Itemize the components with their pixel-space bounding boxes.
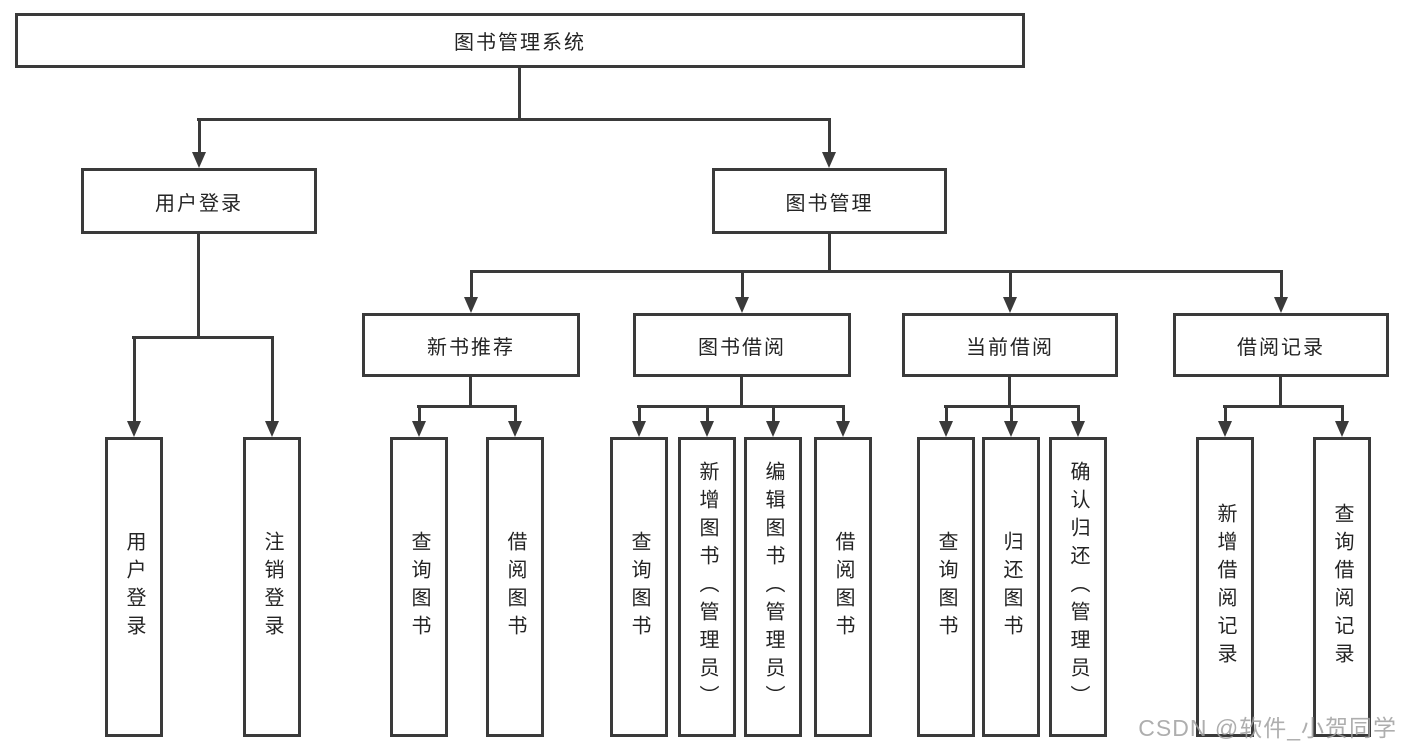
node-label: 注销登录 — [261, 531, 283, 643]
leaf-return-books: 归还图书 — [982, 437, 1040, 737]
down-arrow — [822, 118, 836, 168]
csdn-watermark: CSDN @软件_小贺同学 — [1138, 715, 1397, 741]
leaf-borrow-books-borrowing: 借阅图书 — [814, 437, 872, 737]
down-arrow — [1218, 405, 1232, 437]
down-arrow — [939, 405, 953, 437]
node-label: 图书管理系统 — [454, 32, 586, 54]
node-label: 用户登录 — [155, 192, 243, 215]
node-label: 查询借阅记录 — [1331, 503, 1353, 671]
leaf-add-books-admin: 新增图书（管理员） — [678, 437, 736, 737]
connector-book-management-stub — [828, 234, 831, 273]
node-label: 借阅图书 — [504, 531, 526, 643]
down-arrow — [1274, 270, 1288, 313]
connector-level2-rail — [197, 118, 831, 121]
connector-borrowing-records-rail — [1223, 405, 1344, 408]
node-borrowing-records: 借阅记录 — [1173, 313, 1389, 377]
leaf-query-books-current: 查询图书 — [917, 437, 975, 737]
connector-book-borrowing-rail — [637, 405, 845, 408]
node-new-book-recommend: 新书推荐 — [362, 313, 580, 377]
node-book-management: 图书管理 — [712, 168, 947, 234]
down-arrow — [1004, 405, 1018, 437]
connector-user-login-stub — [197, 234, 200, 339]
node-user-login: 用户登录 — [81, 168, 317, 234]
down-arrow — [412, 405, 426, 437]
node-label: 借阅图书 — [832, 531, 854, 643]
down-arrow — [836, 405, 850, 437]
node-book-borrowing: 图书借阅 — [633, 313, 851, 377]
node-label: 编辑图书（管理员） — [762, 461, 784, 713]
connector-new-book-stub — [469, 377, 472, 408]
leaf-query-borrow-record: 查询借阅记录 — [1313, 437, 1371, 737]
down-arrow — [192, 118, 206, 168]
down-arrow — [1071, 405, 1085, 437]
leaf-borrow-books-recommend: 借阅图书 — [486, 437, 544, 737]
down-arrow — [265, 336, 279, 437]
connector-level3-rail — [470, 270, 1282, 273]
down-arrow — [127, 336, 141, 437]
leaf-user-login: 用户登录 — [105, 437, 163, 737]
leaf-query-books-borrowing: 查询图书 — [610, 437, 668, 737]
node-label: 确认归还（管理员） — [1067, 461, 1089, 713]
node-label: 归还图书 — [1000, 531, 1022, 643]
connector-user-login-rail — [132, 336, 274, 339]
connector-current-borrowing-stub — [1008, 377, 1011, 408]
node-label: 图书借阅 — [698, 336, 786, 359]
node-current-borrowing: 当前借阅 — [902, 313, 1118, 377]
down-arrow — [632, 405, 646, 437]
node-label: 查询图书 — [408, 531, 430, 643]
leaf-logout: 注销登录 — [243, 437, 301, 737]
down-arrow — [1003, 270, 1017, 313]
node-label: 当前借阅 — [966, 336, 1054, 359]
down-arrow — [766, 405, 780, 437]
node-label: 新增借阅记录 — [1214, 503, 1236, 671]
down-arrow — [464, 270, 478, 313]
down-arrow — [700, 405, 714, 437]
node-label: 查询图书 — [935, 531, 957, 643]
connector-borrowing-records-stub — [1279, 377, 1282, 408]
connector-new-book-rail — [417, 405, 517, 408]
down-arrow — [1335, 405, 1349, 437]
leaf-confirm-return-admin: 确认归还（管理员） — [1049, 437, 1107, 737]
node-label: 图书管理 — [785, 192, 874, 215]
leaf-query-books-recommend: 查询图书 — [390, 437, 448, 737]
node-library-management-system: 图书管理系统 — [15, 13, 1025, 68]
connector-root-stub — [518, 68, 521, 121]
node-label: 借阅记录 — [1237, 336, 1325, 359]
node-label: 新书推荐 — [427, 336, 515, 359]
leaf-add-borrow-record: 新增借阅记录 — [1196, 437, 1254, 737]
leaf-edit-books-admin: 编辑图书（管理员） — [744, 437, 802, 737]
down-arrow — [735, 270, 749, 313]
node-label: 用户登录 — [123, 531, 145, 643]
down-arrow — [508, 405, 522, 437]
node-label: 新增图书（管理员） — [696, 461, 718, 713]
connector-book-borrowing-stub — [740, 377, 743, 408]
node-label: 查询图书 — [628, 531, 650, 643]
